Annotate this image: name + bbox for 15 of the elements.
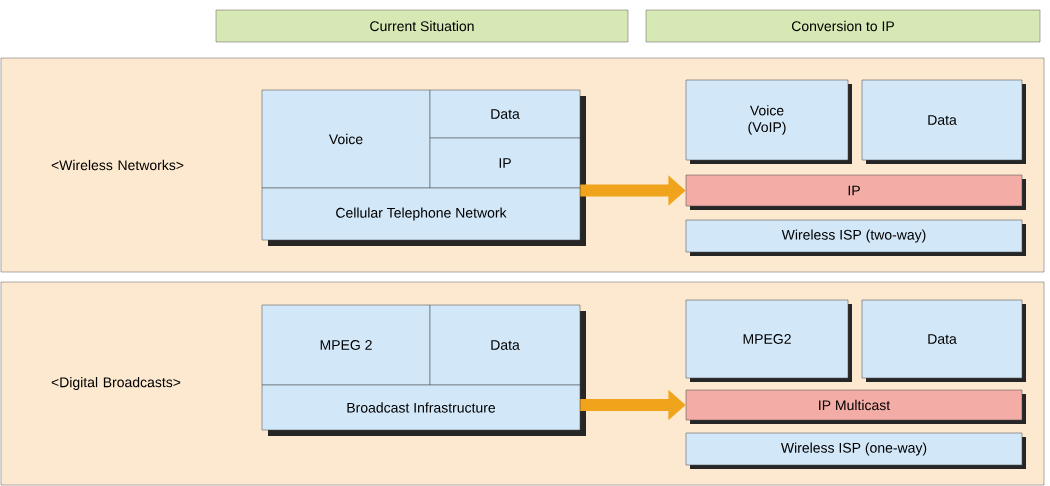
layer-box: MPEG2	[685, 299, 849, 379]
header-box: Current Situation	[215, 9, 629, 43]
layer-box: Wireless ISP (one-way)	[685, 432, 1023, 466]
layer-box: MPEG 2	[261, 304, 431, 386]
layer-box: Data	[429, 89, 581, 139]
layer-box: IP	[429, 137, 581, 189]
layer-box: Broadcast Infrastructure	[261, 384, 581, 431]
layer-box: Data	[861, 79, 1023, 161]
layer-box: Data	[429, 304, 581, 386]
header-box: Conversion to IP	[645, 9, 1041, 43]
layer-box: Wireless ISP (two-way)	[685, 219, 1023, 253]
ip-layer-box: IP	[685, 174, 1023, 207]
ip-layer-box: IP Multicast	[685, 389, 1023, 421]
layer-box: Data	[861, 299, 1023, 379]
layer-box: Voice (VoIP)	[685, 79, 849, 161]
